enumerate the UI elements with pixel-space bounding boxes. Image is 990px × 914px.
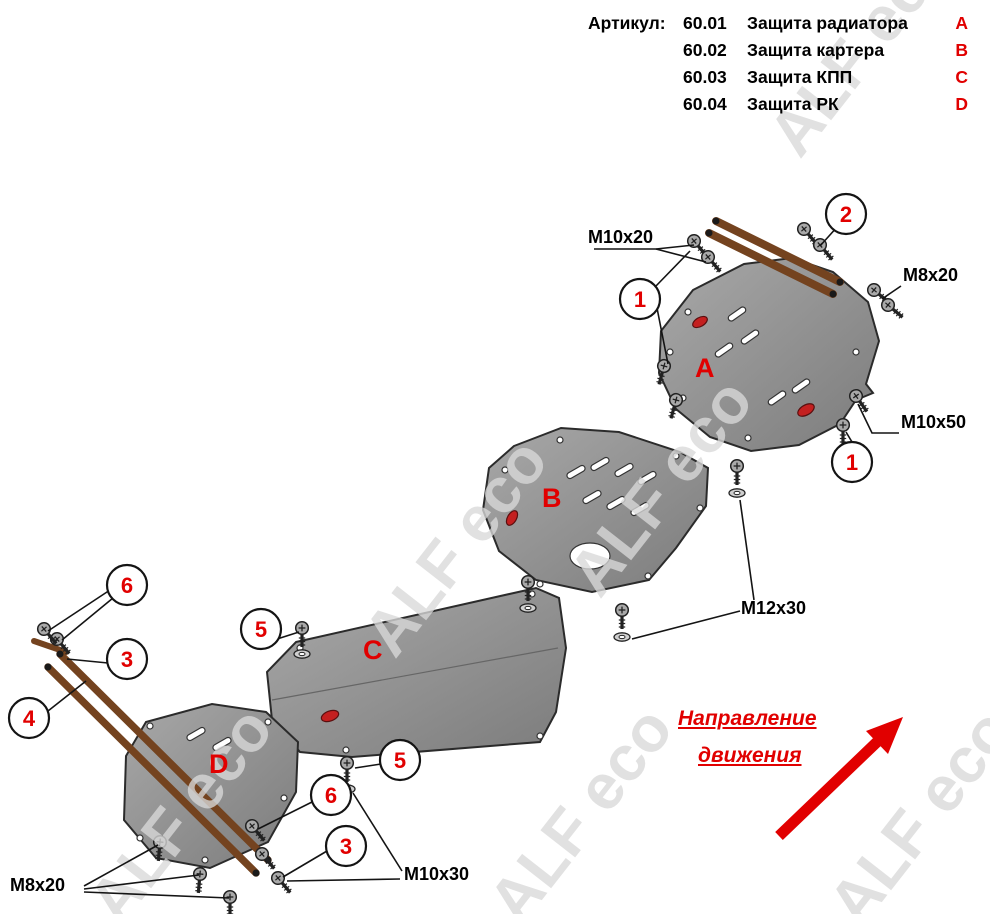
- bolt-icon: [835, 417, 851, 446]
- bolt-icon: [267, 867, 297, 899]
- washer-icon: [519, 603, 537, 613]
- part-code: 60.03: [683, 67, 727, 87]
- callout-1-right: 1: [830, 440, 874, 484]
- callout-4: 4: [7, 696, 51, 740]
- label-m12x30: M12x30: [741, 598, 806, 618]
- label-m10x30: M10x30: [404, 864, 469, 884]
- callout-6-left: 6: [105, 563, 149, 607]
- label-m10x50: M10x50: [901, 412, 966, 432]
- leader-lines: [47, 225, 902, 899]
- part-code: 60.01: [683, 13, 727, 33]
- plate-c-letter: C: [363, 635, 383, 665]
- callout-2: 2: [824, 192, 868, 236]
- callout-6-bottom: 6: [309, 773, 353, 817]
- svg-text:2: 2: [840, 202, 852, 227]
- plate-d-letter: D: [209, 749, 229, 779]
- bolt-icon: [809, 234, 839, 266]
- part-letter: B: [955, 40, 968, 60]
- parts-list-title: Артикул:: [588, 13, 666, 33]
- parts-list: Артикул: 60.01 Защита радиатора A 60.02 …: [588, 10, 968, 118]
- direction-line-1: Направление: [678, 707, 817, 730]
- bolt-icon: [190, 865, 209, 896]
- label-m8x20-bottom: M8x20: [10, 875, 65, 895]
- grommet: [505, 510, 519, 526]
- part-letter: A: [955, 13, 968, 33]
- grommet: [320, 709, 340, 723]
- plate-b: [481, 426, 710, 594]
- parts-list-row: Артикул: 60.01 Защита радиатора A: [588, 10, 968, 37]
- part-letter: C: [955, 67, 968, 87]
- svg-text:3: 3: [340, 834, 352, 859]
- callout-5-top: 5: [239, 607, 283, 651]
- plate-b-letter: B: [542, 483, 562, 513]
- direction-line-2: движения: [698, 744, 802, 767]
- plate-a-letter: A: [695, 353, 715, 383]
- part-letter: D: [955, 94, 968, 114]
- bolt-icon: [251, 843, 281, 875]
- label-m8x20-top: M8x20: [903, 265, 958, 285]
- part-name: Защита КПП: [747, 67, 853, 87]
- svg-text:1: 1: [634, 287, 646, 312]
- parts-list-row: 60.03 Защита КПП C: [588, 64, 968, 91]
- parts-list-row: 60.02 Защита картера B: [588, 37, 968, 64]
- svg-text:5: 5: [255, 617, 267, 642]
- washer-icon: [728, 488, 746, 498]
- direction-arrow: [775, 717, 903, 840]
- crossbar-a: [705, 217, 844, 298]
- svg-text:1: 1: [846, 450, 858, 475]
- grommet: [797, 403, 815, 417]
- part-name: Защита РК: [747, 94, 839, 114]
- callout-1-top: 1: [618, 277, 662, 321]
- part-code: 60.04: [683, 94, 727, 114]
- label-m10x20: M10x20: [588, 227, 653, 247]
- svg-text:6: 6: [325, 783, 337, 808]
- svg-text:6: 6: [121, 573, 133, 598]
- bolt-icon: [222, 889, 238, 914]
- svg-text:4: 4: [23, 706, 36, 731]
- callout-3-bottom: 3: [324, 824, 368, 868]
- parts-list-row: 60.04 Защита РК D: [588, 91, 968, 118]
- washer-icon: [293, 649, 311, 659]
- svg-text:5: 5: [394, 748, 406, 773]
- direction-of-travel-label: Направление движения: [678, 700, 817, 774]
- grommet: [692, 315, 708, 329]
- bolt-icon: [614, 602, 630, 631]
- bolt-icon: [877, 294, 909, 324]
- part-name: Защита картера: [747, 40, 885, 60]
- callout-5-bottom: 5: [378, 738, 422, 782]
- plate-c: [265, 586, 568, 759]
- svg-text:3: 3: [121, 647, 133, 672]
- part-name: Защита радиатора: [747, 13, 908, 33]
- bolt-icon: [729, 458, 745, 487]
- callout-3-left: 3: [105, 637, 149, 681]
- watermark: ALF eco: [814, 695, 990, 914]
- part-code: 60.02: [683, 40, 727, 60]
- washer-icon: [613, 632, 631, 642]
